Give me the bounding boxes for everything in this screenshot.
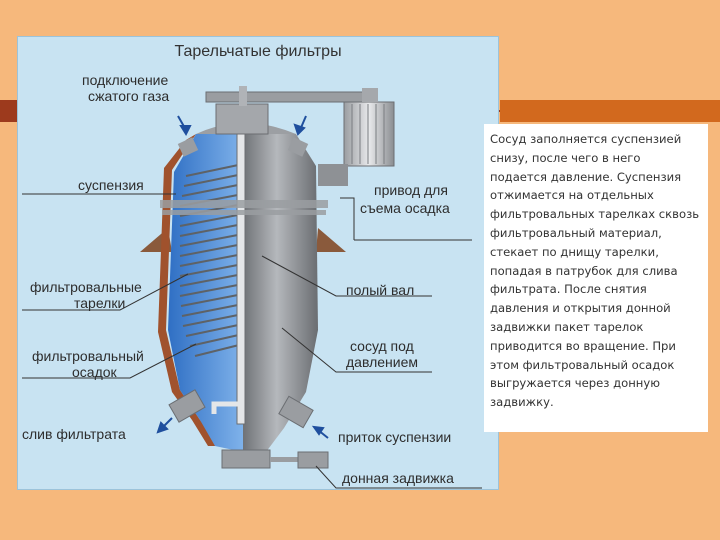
label-vessel-line2: давлением <box>346 354 418 370</box>
label-plates-line2: тарелки <box>74 295 126 311</box>
label-gas-line2: сжатого газа <box>88 88 170 104</box>
cake-layer-outer <box>158 134 215 446</box>
vessel-body <box>243 132 318 452</box>
description-text: Сосуд заполняется суспензией снизу, посл… <box>484 124 708 432</box>
inflow-nozzle <box>278 395 314 429</box>
label-vessel-line1: сосуд под <box>350 338 414 354</box>
label-shaft: полый вал <box>346 282 415 298</box>
label-cake-line1: фильтровальный <box>32 348 144 364</box>
drive-motor <box>318 88 395 186</box>
bar-left-segment <box>0 100 22 122</box>
right-support <box>316 228 346 252</box>
gas-inlet-left <box>177 137 199 157</box>
bottom-valve-body <box>221 449 271 469</box>
arrow-icons <box>156 115 329 439</box>
label-cake-line2: осадок <box>72 364 117 380</box>
shaft-top <box>239 86 247 106</box>
filtrate-pipe <box>211 401 241 414</box>
label-drive-line2: съема осадка <box>360 200 450 216</box>
bottom-valve-stem <box>270 457 300 462</box>
label-plates-line1: фильтровальные <box>30 279 142 295</box>
label-gas-line1: подключение <box>82 72 169 88</box>
gas-inlet-right <box>287 137 309 157</box>
shaft-coupling <box>215 103 269 135</box>
label-drain: слив фильтрата <box>22 426 126 442</box>
bar-right-segment <box>500 100 720 122</box>
label-inflow: приток суспензии <box>338 429 452 445</box>
leader-lines <box>22 193 482 489</box>
hollow-shaft <box>236 117 246 425</box>
label-valve: донная задвижка <box>342 470 454 486</box>
diagram-title: Тарельчатые фильтры <box>174 43 342 60</box>
label-drive-line1: привод для <box>374 182 448 198</box>
upper-flange <box>160 200 328 208</box>
drive-beam <box>205 91 371 103</box>
bottom-valve-actuator <box>297 451 329 469</box>
drain-nozzle <box>168 389 206 423</box>
label-suspension: суспензия <box>78 177 144 193</box>
lower-flange <box>162 210 326 215</box>
